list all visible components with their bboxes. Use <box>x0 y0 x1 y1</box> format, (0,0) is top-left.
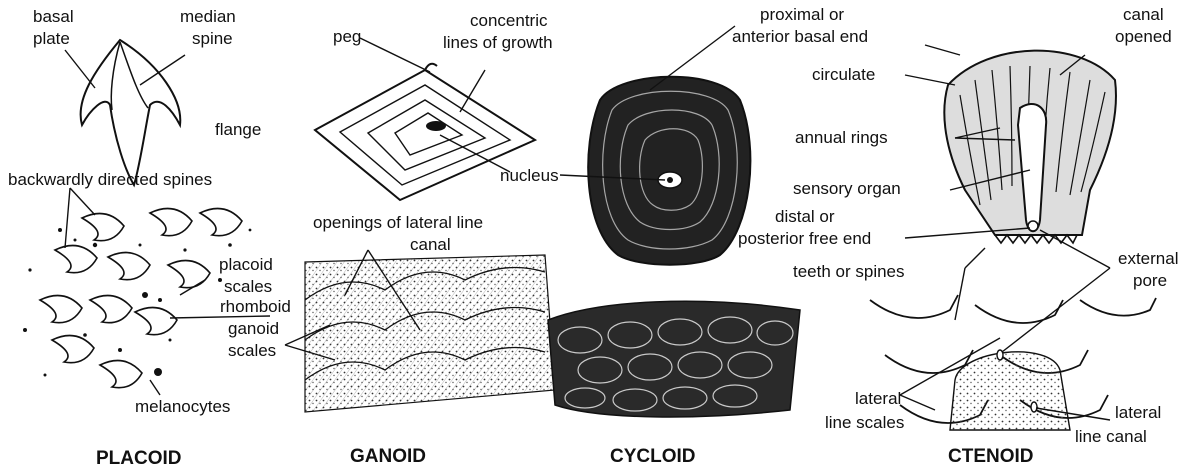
placoid-scale <box>135 308 177 335</box>
cycloid-scales-patch <box>548 301 800 417</box>
placoid-scale <box>100 361 142 388</box>
ctenoid-section <box>870 51 1156 430</box>
placoid-scale <box>82 214 124 241</box>
label-circulate: circulate <box>812 65 875 84</box>
section-titles: PLACOID GANOID CYCLOID CTENOID <box>96 446 1034 469</box>
ctenoid-scales-patch <box>870 295 1156 430</box>
ganoid-scales-patch <box>305 255 555 412</box>
label-annual-rings: annual rings <box>795 128 888 147</box>
placoid-scale <box>90 296 132 323</box>
label-melanocytes: melanocytes <box>135 397 230 416</box>
placoid-single-scale-drawing <box>81 40 181 185</box>
title-placoid: PLACOID <box>96 448 182 469</box>
title-ganoid: GANOID <box>350 446 426 467</box>
placoid-section <box>23 40 251 388</box>
label-peg: peg <box>333 27 361 46</box>
placoid-scale <box>108 253 150 280</box>
placoid-scale <box>168 261 210 288</box>
label-backwardly-directed-spines: backwardly directed spines <box>8 170 212 189</box>
placoid-scale <box>40 296 82 323</box>
placoid-scale <box>200 209 242 236</box>
cycloid-single-scale-drawing <box>588 77 750 265</box>
label-nucleus: nucleus <box>500 166 559 185</box>
title-ctenoid: CTENOID <box>948 446 1034 467</box>
placoid-scale <box>55 246 97 273</box>
title-cycloid: CYCLOID <box>610 446 696 467</box>
ctenoid-single-scale-drawing <box>944 51 1116 243</box>
label-sensory-organ: sensory organ <box>793 179 901 198</box>
label-flange: flange <box>215 120 261 139</box>
label-teeth-or-spines: teeth or spines <box>793 262 905 281</box>
placoid-scale <box>150 209 192 236</box>
placoid-scales-group <box>23 209 251 388</box>
placoid-scale <box>52 336 94 363</box>
melanocyte-dots <box>23 228 251 377</box>
